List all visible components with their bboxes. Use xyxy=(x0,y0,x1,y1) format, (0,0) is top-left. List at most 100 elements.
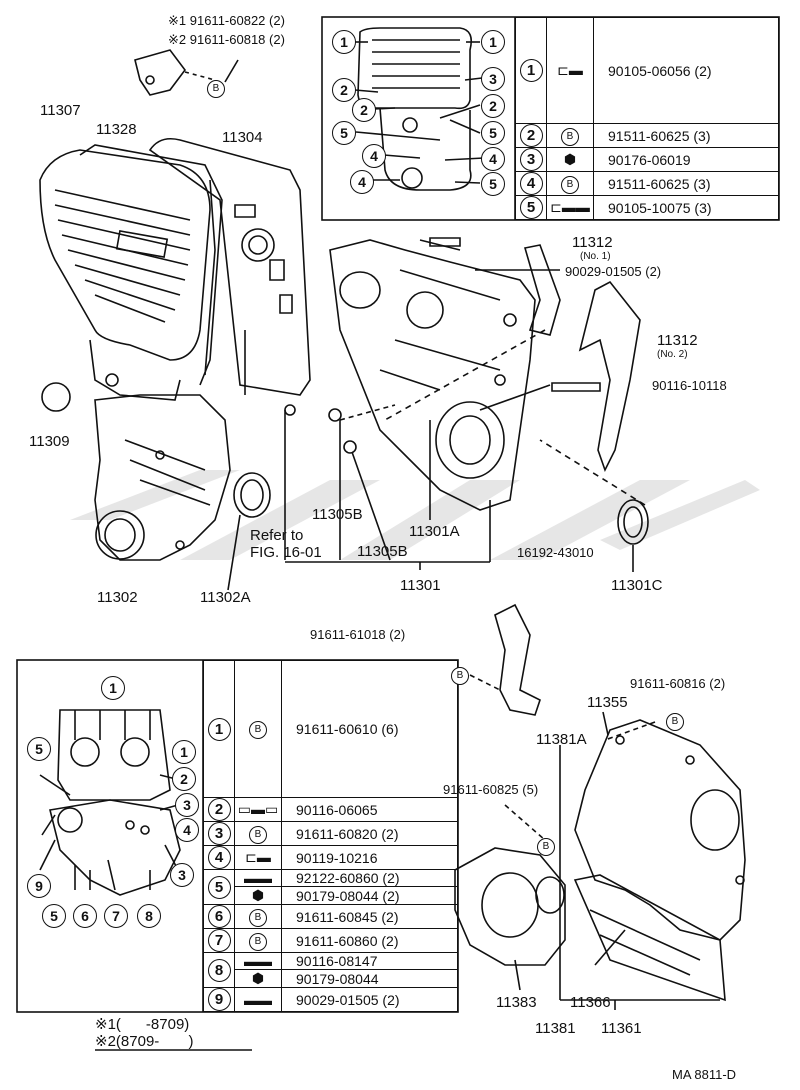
table-row: 1⊏▬90105-06056 (2) xyxy=(515,17,779,124)
label-11302: 11302 xyxy=(97,589,138,606)
table-row: 2▭▬▭90116-06065 xyxy=(203,797,458,822)
stud-icon: ▬▬ xyxy=(244,991,272,1008)
footnote-2-mark: ※2 xyxy=(95,1033,116,1050)
label-11312-no2: 11312 xyxy=(657,332,698,349)
label-11381a: 11381A xyxy=(536,731,587,748)
table-row: 3 ⬢ 90176-06019 xyxy=(515,147,779,172)
label-11312-no1-sub: (No. 1) xyxy=(580,251,611,262)
label-91611-60825: 91611-60825 (5) xyxy=(443,782,539,797)
table-row: 8▬▬90116-08147 xyxy=(203,952,458,988)
label-11301c: 11301C xyxy=(611,577,663,594)
callout-balloon: 5 xyxy=(42,904,66,928)
part-number: 90116-06065 xyxy=(281,797,458,822)
part-number: 90105-10075 (3) xyxy=(593,195,779,220)
part-number: 90029-01505 (2) xyxy=(281,987,458,1012)
label-91611-60818: ※2 91611-60818 (2) xyxy=(168,32,285,47)
b-marker-icon: B xyxy=(249,721,267,739)
label-91611-60822: ※1 91611-60822 (2) xyxy=(168,13,285,28)
part-number: 91611-60820 (2) xyxy=(281,821,458,846)
part-number: 91611-60845 (2) xyxy=(281,904,458,929)
label-11312-no1: 11312 xyxy=(572,234,613,251)
label-91611-61018: 91611-61018 (2) xyxy=(310,627,406,642)
table-row: 5 ▬▬ 92122-60860 (2) xyxy=(203,869,458,905)
row-number: 8 xyxy=(207,958,231,982)
flywheel-housing-11355 xyxy=(574,719,746,941)
callout-balloon: 1 xyxy=(332,30,356,54)
part-number: 91611-60610 (6) xyxy=(281,660,458,798)
b-marker-icon: B xyxy=(561,175,579,194)
label-11355: 11355 xyxy=(587,694,628,711)
timing-cover-11307 xyxy=(39,149,211,361)
part-number: 90176-06019 xyxy=(593,147,779,172)
callout-balloon: 7 xyxy=(104,904,128,928)
part-number: 92122-60860 (2) xyxy=(281,869,458,887)
nut-icon: ⬢ xyxy=(563,151,577,167)
callout-balloon: 2 xyxy=(332,78,356,102)
label-91611-60816: 91611-60816 (2) xyxy=(630,676,726,691)
callout-balloon: 2 xyxy=(481,94,505,118)
table-row: ⬢90179-08044 (2) xyxy=(204,886,458,905)
callout-balloon: 6 xyxy=(73,904,97,928)
timing-case-11301 xyxy=(329,239,536,511)
callout-balloon: 9 xyxy=(27,874,51,898)
label-11381: 11381 xyxy=(535,1020,576,1037)
callout-balloon: 3 xyxy=(170,863,194,887)
callout-balloon: 1 xyxy=(172,740,196,764)
b-marker-icon: B xyxy=(249,825,267,844)
callout-balloon: 5 xyxy=(481,121,505,145)
table-row: ⬢ 90179-08044 xyxy=(204,969,458,988)
row-number: 1 xyxy=(519,59,543,82)
stud-icon: ▬▬ xyxy=(244,953,272,969)
part-number: 91511-60625 (3) xyxy=(593,123,779,148)
footnote-2: ※2(8709- ) xyxy=(95,1032,193,1051)
footnote-1-mark: ※1 xyxy=(95,1016,116,1033)
label-11309: 11309 xyxy=(29,433,70,450)
callout-balloon: 8 xyxy=(137,904,161,928)
callout-balloon: 4 xyxy=(362,144,386,168)
callout-balloon: 2 xyxy=(172,767,196,791)
timing-cover-11304 xyxy=(148,137,311,396)
label-11305b-a: 11305B xyxy=(312,506,363,523)
b-marker-icon: B xyxy=(249,908,267,927)
nut-icon: ⬢ xyxy=(251,887,265,903)
part-number: 90105-06056 (2) xyxy=(593,17,779,124)
part-number: 90179-08044 xyxy=(281,969,458,988)
b-marker-icon: B xyxy=(537,838,555,856)
stud-icon: ▬▬ xyxy=(244,870,272,886)
row-number: 3 xyxy=(519,148,543,171)
label-11307: 11307 xyxy=(40,102,81,119)
diagram-code: MA 8811-D xyxy=(672,1067,737,1082)
nut-icon: ⬢ xyxy=(251,970,265,986)
label-11304: 11304 xyxy=(222,129,263,146)
callout-balloon: 4 xyxy=(175,818,199,842)
row-number: 9 xyxy=(207,988,231,1011)
label-11361: 11361 xyxy=(601,1020,642,1037)
label-11312-no2-sub: (No. 2) xyxy=(657,349,688,360)
callout-balloon: 1 xyxy=(101,676,125,700)
label-90116-10118: 90116-10118 xyxy=(652,378,727,393)
callout-balloon: 5 xyxy=(481,172,505,196)
row-number: 2 xyxy=(207,798,231,821)
label-11302a: 11302A xyxy=(200,589,251,606)
callout-balloon: 5 xyxy=(27,737,51,761)
row-number: 3 xyxy=(207,822,231,845)
label-11301a: 11301A xyxy=(409,523,460,540)
row-number: 4 xyxy=(519,172,543,195)
part-number: 91611-60860 (2) xyxy=(281,928,458,953)
gasket-11328 xyxy=(79,144,223,386)
label-90029-01505: 90029-01505 (2) xyxy=(565,264,662,279)
b-marker-icon: B xyxy=(207,80,225,98)
bolt-icon: ⊏▬ xyxy=(245,849,271,865)
lower-cover-11302 xyxy=(94,394,231,561)
label-refer-to: Refer to xyxy=(250,527,304,544)
row-number: 5 xyxy=(207,875,231,899)
label-16192-43010: 16192-43010 xyxy=(517,545,594,560)
callout-balloon: 1 xyxy=(481,30,505,54)
